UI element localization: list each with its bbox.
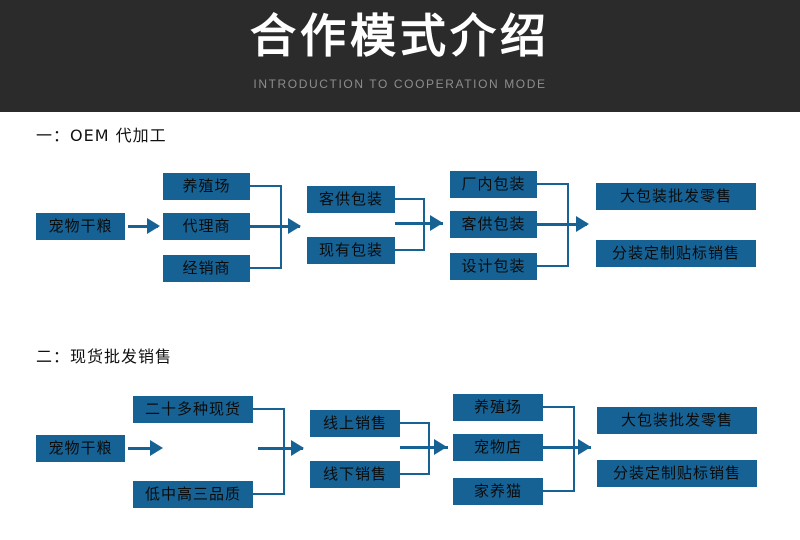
node-ws-c4-2: 家养猫: [453, 478, 543, 505]
arrowhead-oem-2: [288, 218, 301, 234]
connector-ws-4c: [543, 446, 591, 449]
connector-oem-3b: [395, 249, 425, 251]
connector-oem-4c: [537, 223, 587, 226]
connector-ws-2v: [283, 408, 285, 495]
node-ws-c2-1: 低中高三品质: [133, 481, 253, 508]
connector-oem-2c: [250, 225, 300, 228]
node-ws-c1-0: 宠物干粮: [36, 435, 125, 462]
node-oem-c2-1: 代理商: [163, 213, 250, 240]
connector-ws-2a: [253, 408, 285, 410]
arrowhead-ws-1: [150, 440, 163, 456]
arrowhead-ws-2: [291, 440, 304, 456]
node-ws-c3-0: 线上销售: [310, 410, 400, 437]
connector-ws-3b: [400, 473, 430, 475]
node-oem-c4-1: 客供包装: [450, 211, 537, 238]
page-subtitle: INTRODUCTION TO COOPERATION MODE: [253, 77, 547, 91]
connector-oem-2b: [250, 267, 282, 269]
arrowhead-ws-4: [578, 439, 591, 455]
node-oem-c1-0: 宠物干粮: [36, 213, 125, 240]
node-ws-c4-1: 宠物店: [453, 434, 543, 461]
node-oem-c2-2: 经销商: [163, 255, 250, 282]
page-header: 合作模式介绍 INTRODUCTION TO COOPERATION MODE: [0, 0, 800, 112]
node-oem-c5-1: 分装定制贴标销售: [596, 240, 756, 267]
section-title-oem: 一：OEM 代加工: [36, 126, 167, 145]
connector-oem-1: [128, 225, 158, 228]
connector-oem-3a: [395, 198, 425, 200]
connector-ws-4a: [543, 406, 575, 408]
connector-oem-4a: [537, 183, 569, 185]
page-title: 合作模式介绍: [250, 9, 550, 63]
connector-ws-4v: [573, 406, 575, 492]
node-ws-c5-0: 大包装批发零售: [597, 407, 757, 434]
connector-oem-2a: [250, 185, 282, 187]
connector-ws-1: [128, 447, 160, 450]
node-oem-c3-0: 客供包装: [307, 186, 395, 213]
node-ws-c5-1: 分装定制贴标销售: [597, 460, 757, 487]
node-ws-c2-0: 二十多种现货: [133, 396, 253, 423]
arrowhead-oem-3: [430, 215, 443, 231]
node-oem-c4-0: 厂内包装: [450, 171, 537, 198]
connector-ws-3c: [400, 446, 448, 449]
section-title-wholesale: 二：现货批发销售: [36, 347, 173, 366]
connector-ws-4b: [543, 490, 575, 492]
arrowhead-oem-4: [576, 216, 589, 232]
node-oem-c4-2: 设计包装: [450, 253, 537, 280]
connector-oem-3c: [395, 222, 443, 225]
connector-ws-3a: [400, 422, 430, 424]
node-oem-c3-1: 现有包装: [307, 237, 395, 264]
node-ws-c3-1: 线下销售: [310, 461, 400, 488]
node-oem-c5-0: 大包装批发零售: [596, 183, 756, 210]
arrowhead-ws-3: [434, 439, 447, 455]
node-oem-c2-0: 养殖场: [163, 173, 250, 200]
connector-ws-2b: [253, 493, 285, 495]
arrowhead-oem-1: [147, 218, 160, 234]
node-ws-c4-0: 养殖场: [453, 394, 543, 421]
connector-ws-2c: [258, 447, 303, 450]
connector-oem-4b: [537, 265, 569, 267]
